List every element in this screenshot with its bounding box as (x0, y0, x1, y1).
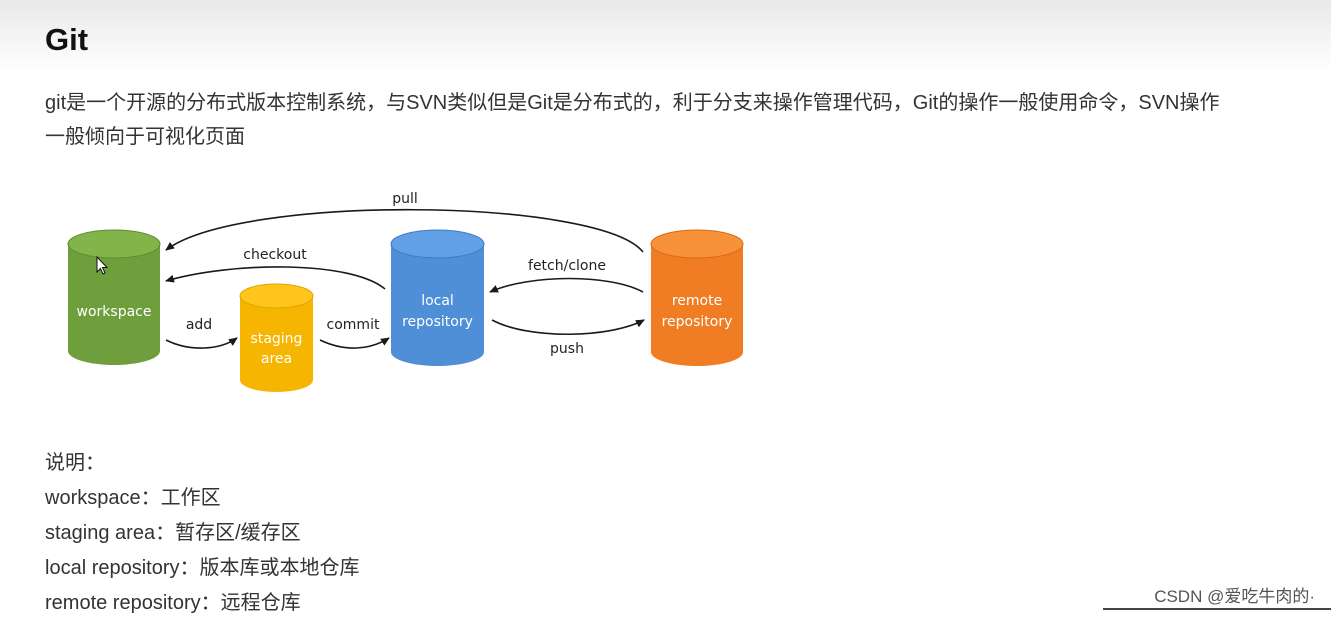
note-separator: ： (140, 487, 161, 509)
notes-section: 说明： workspace：工作区 staging area：暂存区/缓存区 l… (45, 446, 360, 621)
note-desc: 版本库或本地仓库 (199, 557, 360, 579)
git-workflow-diagram: pull checkout fetch/clone add commit pus… (67, 191, 744, 392)
note-desc: 暂存区/缓存区 (175, 522, 301, 544)
note-separator: ： (200, 592, 221, 614)
note-separator: ： (179, 557, 200, 579)
notes-heading: 说明： (45, 452, 105, 474)
note-term: staging area (45, 522, 156, 544)
local-label-line1: local (421, 293, 454, 309)
push-arrow (491, 319, 645, 336)
add-label: add (186, 317, 212, 333)
staging-label-line2: area (261, 351, 292, 367)
local-label-line2: repository (402, 314, 473, 330)
mouse-cursor-icon (96, 255, 109, 275)
workspace-body (68, 244, 160, 351)
intro-paragraph: git是一个开源的分布式版本控制系统，与SVN类似但是Git是分布式的，利于分支… (45, 92, 1220, 148)
header-bar (0, 0, 1331, 72)
local-body (391, 244, 484, 352)
commit-label: commit (327, 317, 380, 333)
note-term: workspace (45, 487, 141, 509)
staging-top (239, 283, 314, 309)
remote-repository-cylinder: remote repository (650, 229, 744, 366)
workspace-cylinder: workspace (67, 229, 161, 365)
workspace-top (67, 229, 161, 259)
local-bottom (391, 338, 484, 366)
remote-label-line1: remote (672, 293, 722, 309)
note-item-remote-repository: remote repository：远程仓库 (45, 586, 360, 621)
note-item-local-repository: local repository：版本库或本地仓库 (45, 551, 360, 586)
note-desc: 远程仓库 (220, 592, 301, 614)
remote-label-line2: repository (662, 314, 733, 330)
pull-label: pull (392, 191, 418, 207)
push-label: push (550, 341, 584, 357)
staging-label-line1: staging (251, 331, 303, 347)
watermark-underline (1103, 608, 1331, 610)
note-term: remote repository (45, 592, 201, 614)
checkout-arrow (165, 266, 386, 290)
fetch-clone-arrow (489, 277, 644, 293)
staging-area-cylinder: staging area (239, 283, 314, 392)
page-title: Git (45, 22, 89, 57)
commit-arrow (319, 337, 390, 349)
pull-arrow (165, 208, 644, 253)
remote-top (650, 229, 744, 259)
workspace-bottom (68, 337, 160, 365)
note-separator: ： (155, 522, 176, 544)
checkout-label: checkout (243, 247, 307, 263)
csdn-watermark: CSDN @爱吃牛肉的· (1154, 587, 1315, 606)
remote-body (651, 244, 743, 352)
staging-bottom (240, 368, 313, 392)
remote-bottom (651, 338, 743, 366)
note-desc: 工作区 (160, 487, 221, 509)
note-item-workspace: workspace：工作区 (45, 481, 360, 516)
note-item-staging-area: staging area：暂存区/缓存区 (45, 516, 360, 551)
local-repository-cylinder: local repository (390, 229, 485, 366)
add-arrow (165, 337, 238, 349)
note-term: local repository (45, 557, 180, 579)
workspace-label: workspace (77, 304, 152, 320)
fetch-clone-label: fetch/clone (528, 258, 606, 274)
local-top (390, 229, 485, 259)
staging-body (240, 296, 313, 380)
